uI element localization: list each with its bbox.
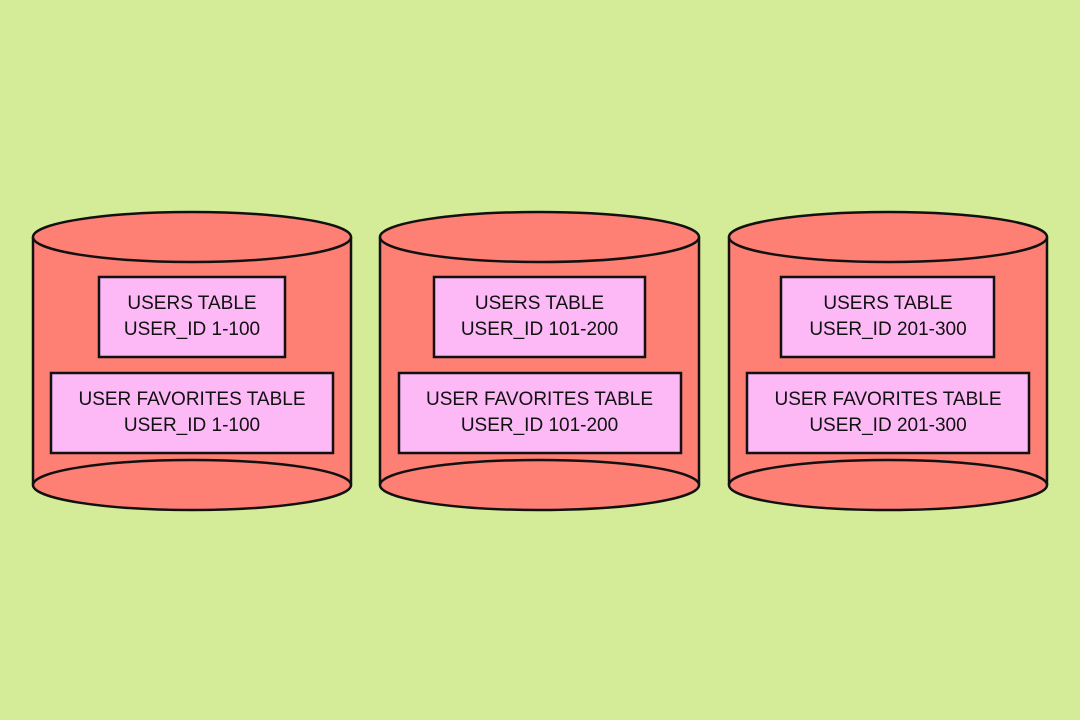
user-favorites-table-range: USER_ID 101-200 — [461, 415, 618, 436]
cylinder-bottom-cap — [378, 458, 701, 512]
user-favorites-table-rect — [745, 371, 1031, 455]
users-table-title: USERS TABLE — [823, 293, 952, 314]
user-favorites-table-rect — [49, 371, 335, 455]
user-favorites-table-title: USER FAVORITES TABLE — [774, 389, 1001, 410]
user-favorites-table-box: USER FAVORITES TABLE USER_ID 201-300 — [745, 371, 1031, 455]
users-table-rect — [432, 275, 647, 359]
users-table-rect — [779, 275, 996, 359]
users-table-range: USER_ID 101-200 — [461, 319, 618, 340]
user-favorites-table-range: USER_ID 201-300 — [809, 415, 966, 436]
users-table-range: USER_ID 201-300 — [809, 319, 966, 340]
user-favorites-table-range: USER_ID 1-100 — [124, 415, 260, 436]
user-favorites-table-box: USER FAVORITES TABLE USER_ID 101-200 — [397, 371, 683, 455]
users-table-box: USERS TABLE USER_ID 201-300 — [779, 275, 996, 359]
users-table-range: USER_ID 1-100 — [124, 319, 260, 340]
users-table-box: USERS TABLE USER_ID 101-200 — [432, 275, 647, 359]
user-favorites-table-box: USER FAVORITES TABLE USER_ID 1-100 — [49, 371, 335, 455]
users-table-box: USERS TABLE USER_ID 1-100 — [97, 275, 287, 359]
cylinder-top-cap — [378, 210, 701, 264]
cylinder-bottom-cap — [31, 458, 353, 512]
user-favorites-table-title: USER FAVORITES TABLE — [426, 389, 653, 410]
database-cylinder-1: USERS TABLE USER_ID 1-100 USER FAVORITES… — [31, 210, 353, 512]
user-favorites-table-title: USER FAVORITES TABLE — [78, 389, 305, 410]
cylinder-bottom-cap — [727, 458, 1049, 512]
database-cylinder-3: USERS TABLE USER_ID 201-300 USER FAVORIT… — [727, 210, 1049, 512]
users-table-rect — [97, 275, 287, 359]
user-favorites-table-rect — [397, 371, 683, 455]
cylinder-top-cap — [727, 210, 1049, 264]
cylinder-top-cap — [31, 210, 353, 264]
users-table-title: USERS TABLE — [127, 293, 256, 314]
database-cylinder-2: USERS TABLE USER_ID 101-200 USER FAVORIT… — [378, 210, 701, 512]
users-table-title: USERS TABLE — [475, 293, 604, 314]
